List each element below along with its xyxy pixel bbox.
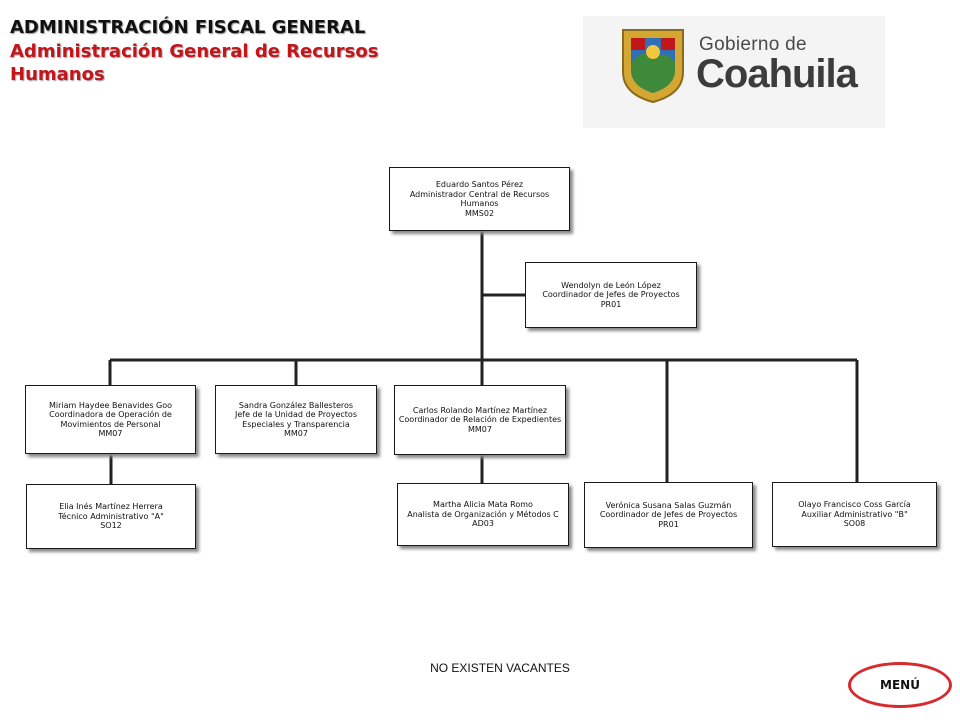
org-node: Olayo Francisco Coss García Auxiliar Adm…	[772, 482, 937, 547]
node-position: Jefe de la Unidad de Proyectos Especiale…	[234, 410, 357, 429]
node-position: Auxiliar Administrativo "B"	[801, 509, 908, 519]
node-code: AD03	[472, 519, 494, 529]
org-node: Martha Alicia Mata Romo Analista de Orga…	[397, 483, 569, 546]
vacancies-notice: NO EXISTEN VACANTES	[430, 661, 570, 675]
node-name: Miriam Haydee Benavides Goo	[48, 400, 173, 410]
page-subtitle: Administración General de Recursos Human…	[10, 41, 379, 85]
node-position: Coordinador de Jefes de Proyectos	[599, 510, 738, 520]
node-code: MMS02	[464, 208, 495, 218]
node-position: Técnico Administrativo "A"	[58, 511, 164, 521]
node-name: Eduardo Santos Pérez	[435, 180, 524, 189]
org-node-staff: Wendolyn de León López Coordinador de Je…	[525, 262, 697, 328]
node-name: Sandra González Ballesteros	[238, 400, 354, 410]
node-name: Carlos Rolando Martínez Martínez	[412, 405, 548, 415]
node-position: Coordinadora de Operación de Movimientos…	[49, 410, 172, 429]
node-name: Elia Inés Martínez Herrera	[59, 502, 163, 512]
node-code: SO08	[843, 519, 866, 529]
node-position: Administrador Central de Recursos Humano…	[409, 189, 550, 209]
node-name: Verónica Susana Salas Guzmán	[605, 500, 732, 510]
node-position: Analista de Organización y Métodos C	[407, 509, 559, 519]
node-code: PR01	[658, 519, 679, 529]
org-node: Miriam Haydee Benavides Goo Coordinadora…	[25, 385, 196, 454]
page-title: ADMINISTRACIÓN FISCAL GENERAL	[10, 17, 366, 38]
node-code: SO12	[100, 521, 122, 531]
coat-of-arms-icon	[622, 29, 684, 104]
org-node-root: Eduardo Santos Pérez Administrador Centr…	[389, 167, 570, 231]
node-code: MM07	[98, 429, 123, 438]
node-position: Coordinador de Relación de Expedientes	[398, 415, 562, 425]
node-code: PR01	[600, 299, 622, 309]
node-name: Wendolyn de León López	[561, 280, 661, 290]
node-code: MM07	[468, 424, 492, 434]
logo-title: Gobierno de	[699, 34, 807, 55]
menu-button[interactable]: MENÚ	[848, 662, 952, 708]
org-node: Verónica Susana Salas Guzmán Coordinador…	[584, 482, 753, 548]
org-node: Sandra González Ballesteros Jefe de la U…	[215, 385, 377, 454]
gobierno-coahuila-logo: Gobierno de Coahuila	[583, 16, 885, 128]
node-name: Martha Alicia Mata Romo	[433, 500, 533, 510]
node-code: MM07	[284, 429, 308, 438]
node-name: Olayo Francisco Coss García	[798, 500, 911, 510]
node-position: Coordinador de Jefes de Proyectos	[542, 290, 680, 300]
org-node: Carlos Rolando Martínez Martínez Coordin…	[394, 385, 566, 455]
logo-name: Coahuila	[696, 52, 858, 96]
org-node: Elia Inés Martínez Herrera Técnico Admin…	[26, 484, 196, 549]
